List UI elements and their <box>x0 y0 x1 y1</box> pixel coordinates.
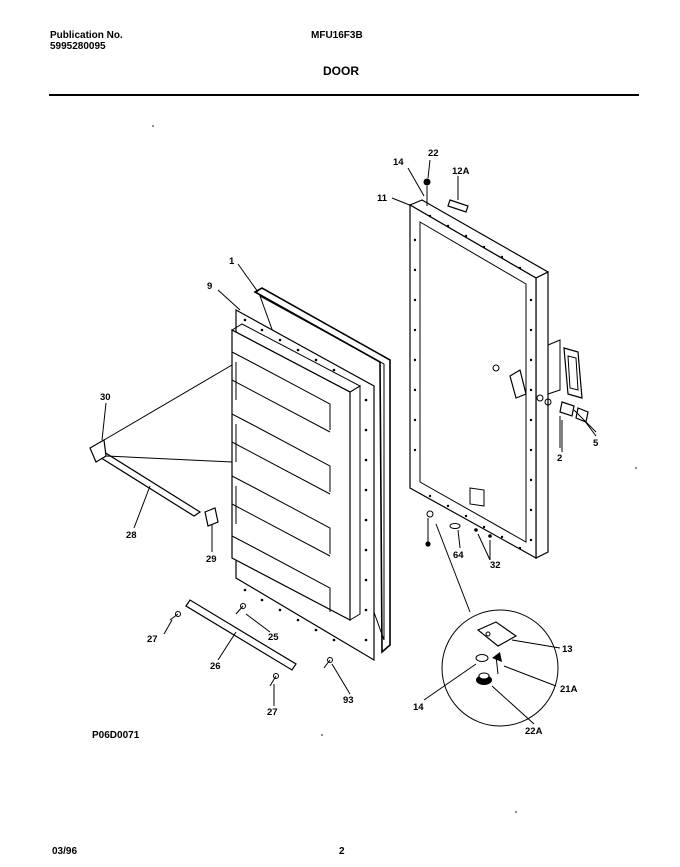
callout-22: 22 <box>428 148 439 159</box>
callout-12a: 12A <box>452 166 470 177</box>
callout-28: 28 <box>126 530 137 541</box>
callout-32: 32 <box>490 560 501 571</box>
callout-9: 9 <box>207 281 212 292</box>
callout-22a: 22A <box>525 726 543 737</box>
callout-25: 25 <box>268 632 279 643</box>
footer-date: 03/96 <box>52 846 78 857</box>
callout-13: 13 <box>562 644 573 655</box>
outer-door-panel <box>408 199 561 560</box>
door-shelf-bar <box>89 364 233 517</box>
callout-21a: 21A <box>560 684 578 695</box>
door-liner-panel <box>230 308 375 662</box>
callout-30: 30 <box>100 392 111 403</box>
callout-26: 26 <box>210 661 221 672</box>
door-handle <box>563 347 583 399</box>
drawing-id: P06D0071 <box>92 730 140 741</box>
callout-11: 11 <box>377 193 388 204</box>
lower-door-bar <box>185 599 297 671</box>
top-hinge-parts <box>423 178 469 213</box>
publication-label: Publication No. <box>50 30 123 41</box>
hinge-detail-circle <box>441 609 559 727</box>
callout-29: 29 <box>206 554 217 565</box>
callout-93: 93 <box>343 695 354 706</box>
model-number: MFU16F3B <box>311 30 363 41</box>
callout-1: 1 <box>229 256 235 267</box>
lock-assembly <box>492 364 597 448</box>
header-divider <box>49 94 639 96</box>
bottom-hinge-parts <box>425 510 492 613</box>
publication-number: 5995280095 <box>50 41 106 52</box>
scan-specks <box>152 125 637 813</box>
callout-27-upper: 27 <box>147 634 158 645</box>
callout-5: 5 <box>593 438 599 449</box>
shelf-bracket <box>204 507 219 527</box>
screws <box>169 603 333 687</box>
callout-labels: 22 14 12A 11 1 9 30 28 29 5 2 64 32 27 2… <box>100 148 599 737</box>
section-title: DOOR <box>323 64 359 78</box>
page-number: 2 <box>339 846 345 857</box>
callout-2: 2 <box>557 453 562 464</box>
callout-14-detail: 14 <box>413 702 424 713</box>
callout-27-lower: 27 <box>267 707 278 718</box>
callout-64: 64 <box>453 550 464 561</box>
leader-lines <box>101 159 597 725</box>
callout-14: 14 <box>393 157 404 168</box>
